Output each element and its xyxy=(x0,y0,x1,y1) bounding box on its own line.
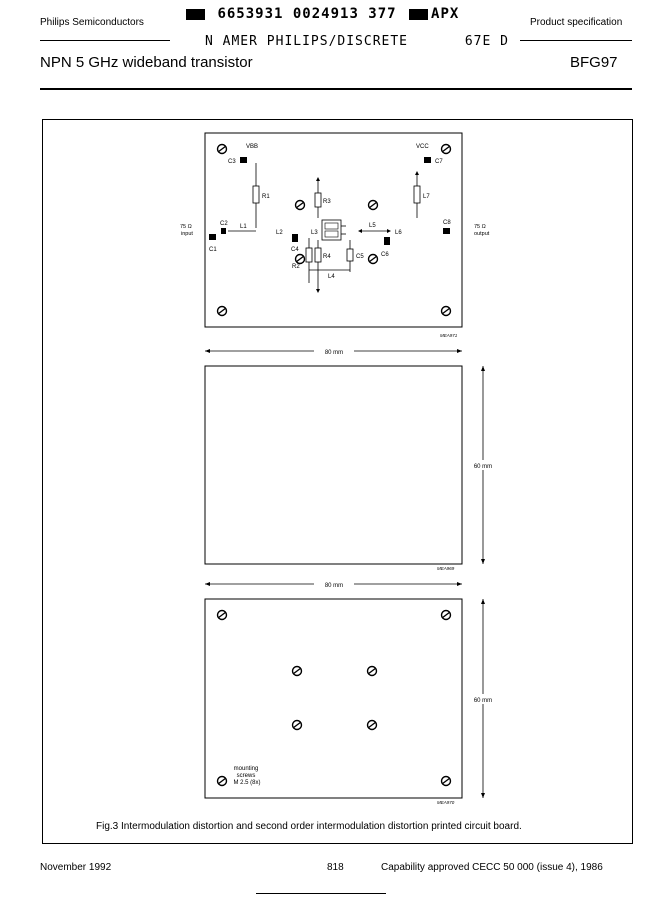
figure-caption: Fig.3 Intermodulation distortion and sec… xyxy=(96,821,522,832)
c5-label: C5 xyxy=(356,254,364,260)
transistor-footprint xyxy=(321,219,342,241)
capacitor-c1 xyxy=(209,234,216,240)
mounting-hole-icon xyxy=(366,719,378,731)
capacitor-c2 xyxy=(221,228,226,234)
input-label: input xyxy=(181,231,193,237)
vbb-label: VBB xyxy=(246,144,258,150)
mounting-hole-icon xyxy=(366,665,378,677)
stamp-block-mark xyxy=(186,8,205,20)
title-rule xyxy=(40,88,632,90)
board-1-outline xyxy=(204,132,463,328)
board-3-ref: MEA970 xyxy=(437,800,455,805)
resistor-r4 xyxy=(314,247,322,263)
mounting-hole-icon xyxy=(440,775,452,787)
mounting-hole-icon xyxy=(440,609,452,621)
resistor-r2 xyxy=(305,247,313,263)
board-3-width: 80 mm xyxy=(325,583,343,589)
inductor-l7 xyxy=(413,185,421,204)
mounting-hole-icon xyxy=(216,609,228,621)
stamp-date-code: 67E D xyxy=(464,34,509,49)
brand-name: Philips Semiconductors xyxy=(40,17,144,28)
screws-note-1: mounting xyxy=(234,766,259,772)
mounting-hole-icon xyxy=(294,199,306,211)
mounting-hole-icon xyxy=(216,775,228,787)
c3-label: C3 xyxy=(228,159,236,165)
c4-label: C4 xyxy=(291,247,299,253)
footer-page-number: 818 xyxy=(327,862,344,873)
l4-label: L4 xyxy=(328,274,335,280)
stamp-line-2: N AMER PHILIPS/DISCRETE 67E D xyxy=(205,34,509,49)
board-2-ref: MEA969 xyxy=(437,566,455,571)
capacitor-c7 xyxy=(424,157,431,163)
c2-label: C2 xyxy=(220,221,228,227)
stamp-line-1: 6653931 0024913 377 APX xyxy=(183,6,459,22)
capacitor-c3 xyxy=(240,157,247,163)
c8-label: C8 xyxy=(443,220,451,226)
header-rule-right xyxy=(520,40,632,41)
r3-label: R3 xyxy=(323,199,331,205)
doc-type: Product specification xyxy=(530,17,623,28)
footer-approval: Capability approved CECC 50 000 (issue 4… xyxy=(381,862,603,873)
stamp-code-2: APX xyxy=(431,6,460,22)
r4-label: R4 xyxy=(323,254,331,260)
board-2-height: 60 mm xyxy=(474,464,492,470)
vcc-label: VCC xyxy=(416,144,429,150)
mounting-hole-icon xyxy=(440,305,452,317)
page-title: NPN 5 GHz wideband transistor xyxy=(40,54,253,71)
mounting-hole-icon xyxy=(367,253,379,265)
r1-label: R1 xyxy=(262,194,270,200)
mounting-hole-icon xyxy=(440,143,452,155)
l7-label: L7 xyxy=(423,194,430,200)
capacitor-c5 xyxy=(346,248,354,262)
input-impedance: 75 Ω xyxy=(180,224,192,230)
board-3-height: 60 mm xyxy=(474,698,492,704)
capacitor-c6 xyxy=(384,237,390,245)
capacitor-c8 xyxy=(443,228,450,234)
c7-label: C7 xyxy=(435,159,443,165)
l6-label: L6 xyxy=(395,230,402,236)
board-2-outline xyxy=(204,365,463,565)
board-3-outline xyxy=(204,598,463,799)
output-label: output xyxy=(474,231,490,237)
mounting-hole-icon xyxy=(216,143,228,155)
part-number: BFG97 xyxy=(570,54,618,71)
mounting-hole-icon xyxy=(291,719,303,731)
board-1-ref: MEA971 xyxy=(440,333,458,338)
output-impedance: 75 Ω xyxy=(474,224,486,230)
mounting-hole-icon xyxy=(294,253,306,265)
l5-label: L5 xyxy=(369,223,376,229)
footer-date: November 1992 xyxy=(40,862,112,873)
footer-rule xyxy=(256,893,386,894)
figure-frame xyxy=(42,119,633,844)
resistor-r1 xyxy=(252,185,260,204)
r2-label: R2 xyxy=(292,264,300,270)
mounting-hole-icon xyxy=(367,199,379,211)
c1-label: C1 xyxy=(209,247,217,253)
board-2-width: 80 mm xyxy=(325,350,343,356)
stamp-company: N AMER PHILIPS/DISCRETE xyxy=(205,34,409,49)
mounting-hole-icon xyxy=(216,305,228,317)
capacitor-c4 xyxy=(292,234,298,242)
l1-label: L1 xyxy=(240,224,247,230)
c6-label: C6 xyxy=(381,252,389,258)
screws-note-2: screws xyxy=(237,773,256,779)
stamp-block-mark xyxy=(409,8,429,20)
mounting-hole-icon xyxy=(291,665,303,677)
l3-label: L3 xyxy=(311,230,318,236)
resistor-r3 xyxy=(314,192,322,208)
l2-label: L2 xyxy=(276,230,283,236)
screws-note-3: M 2.5 (8x) xyxy=(233,780,260,786)
header-rule-left xyxy=(40,40,170,41)
stamp-code-1: 6653931 0024913 377 xyxy=(217,6,397,22)
